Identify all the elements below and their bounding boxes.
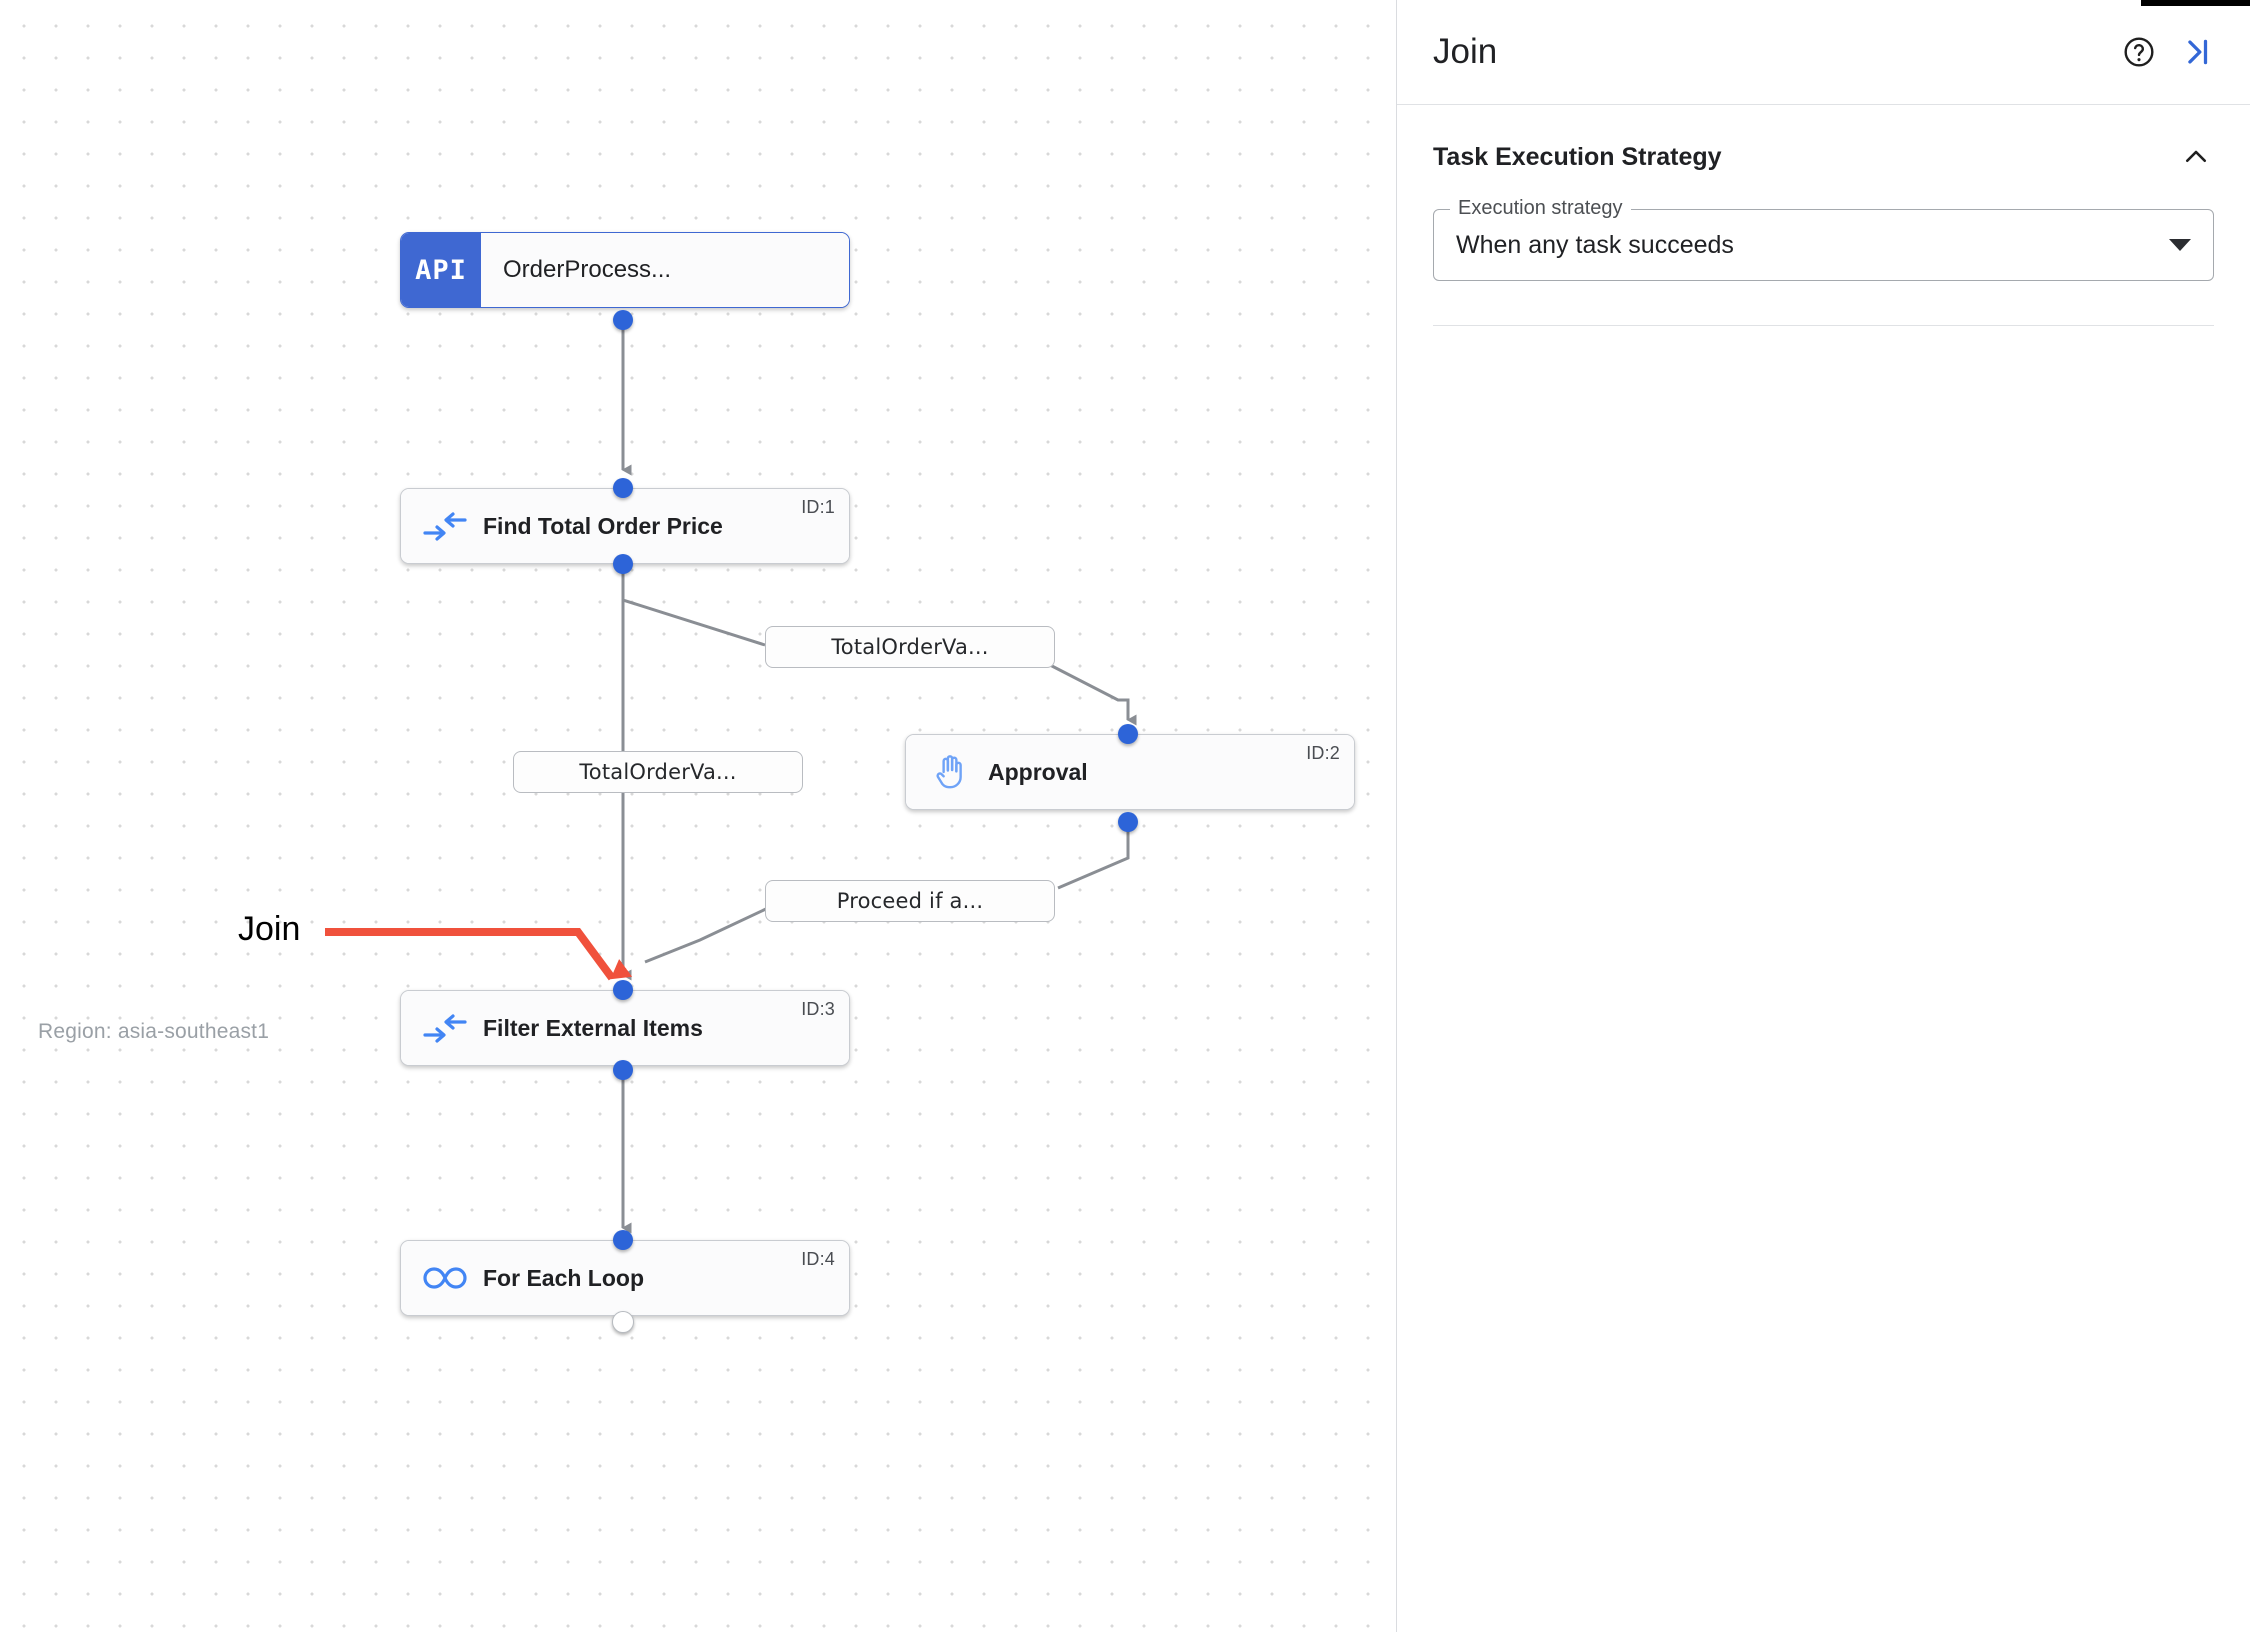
port-output-start[interactable] [613,310,633,330]
edge-label-text: TotalOrderVa... [579,760,737,784]
node-id-label: ID:2 [1306,743,1340,763]
port-input-task2[interactable] [1118,724,1138,744]
node-title: For Each Loop [483,1264,644,1291]
panel-body: Task Execution Strategy Execution strate… [1397,105,2250,326]
node-for-each-loop[interactable]: For Each Loop ID:4 [400,1240,850,1316]
port-input-task3[interactable] [613,980,633,1000]
node-id-label: ID:1 [801,497,835,517]
node-title: Approval [988,758,1088,785]
chevron-up-icon[interactable] [2178,139,2214,175]
hand-icon [922,753,978,791]
merge-arrows-icon [417,511,473,541]
node-approval[interactable]: Approval ID:2 [905,734,1355,810]
edge-label-totalordervalue-2[interactable]: TotalOrderVa... [513,751,803,793]
port-input-task1[interactable] [613,478,633,498]
port-input-task4[interactable] [613,1230,633,1250]
chevron-down-icon[interactable] [2169,239,2191,251]
node-title: Filter External Items [483,1014,703,1041]
merge-arrows-icon [417,1013,473,1043]
node-find-total-order-price[interactable]: Find Total Order Price ID:1 [400,488,850,564]
properties-panel: Join Task Execution Strategy [1396,0,2250,1632]
api-badge: API [401,233,481,307]
port-output-task3[interactable] [613,1060,633,1080]
help-circle-icon[interactable] [2116,29,2162,75]
edge-label-totalordervalue-1[interactable]: TotalOrderVa... [765,626,1055,668]
edge-label-text: TotalOrderVa... [831,635,989,659]
collapse-right-icon[interactable] [2174,29,2220,75]
panel-header: Join [1397,0,2250,105]
section-title: Task Execution Strategy [1433,142,1722,171]
node-orderprocess[interactable]: API OrderProcess... [400,232,850,308]
execution-strategy-select[interactable]: Execution strategy When any task succeed… [1433,197,2214,281]
panel-title: Join [1433,32,1498,71]
node-title: OrderProcess... [503,256,672,283]
node-title: Find Total Order Price [483,512,723,539]
region-label: Region: asia-southeast1 [38,1020,270,1043]
port-output-task4[interactable] [612,1311,634,1333]
execution-strategy-label: Execution strategy [1450,197,1631,220]
section-task-execution-strategy: Task Execution Strategy Execution strate… [1433,105,2214,326]
edge-label-text: Proceed if a... [836,889,984,913]
infinity-icon [417,1264,473,1292]
workflow-canvas[interactable]: API OrderProcess... Find Total Order Pri… [0,0,1396,1632]
execution-strategy-value: When any task succeeds [1456,230,1734,259]
node-id-label: ID:3 [801,999,835,1019]
node-id-label: ID:4 [801,1249,835,1269]
annotation-join-label: Join [238,910,301,948]
section-header[interactable]: Task Execution Strategy [1433,139,2214,175]
port-output-task2[interactable] [1118,812,1138,832]
port-output-task1[interactable] [613,554,633,574]
edge-label-proceed-if[interactable]: Proceed if a... [765,880,1055,922]
node-filter-external-items[interactable]: Filter External Items ID:3 [400,990,850,1066]
top-black-strip [2141,0,2250,6]
